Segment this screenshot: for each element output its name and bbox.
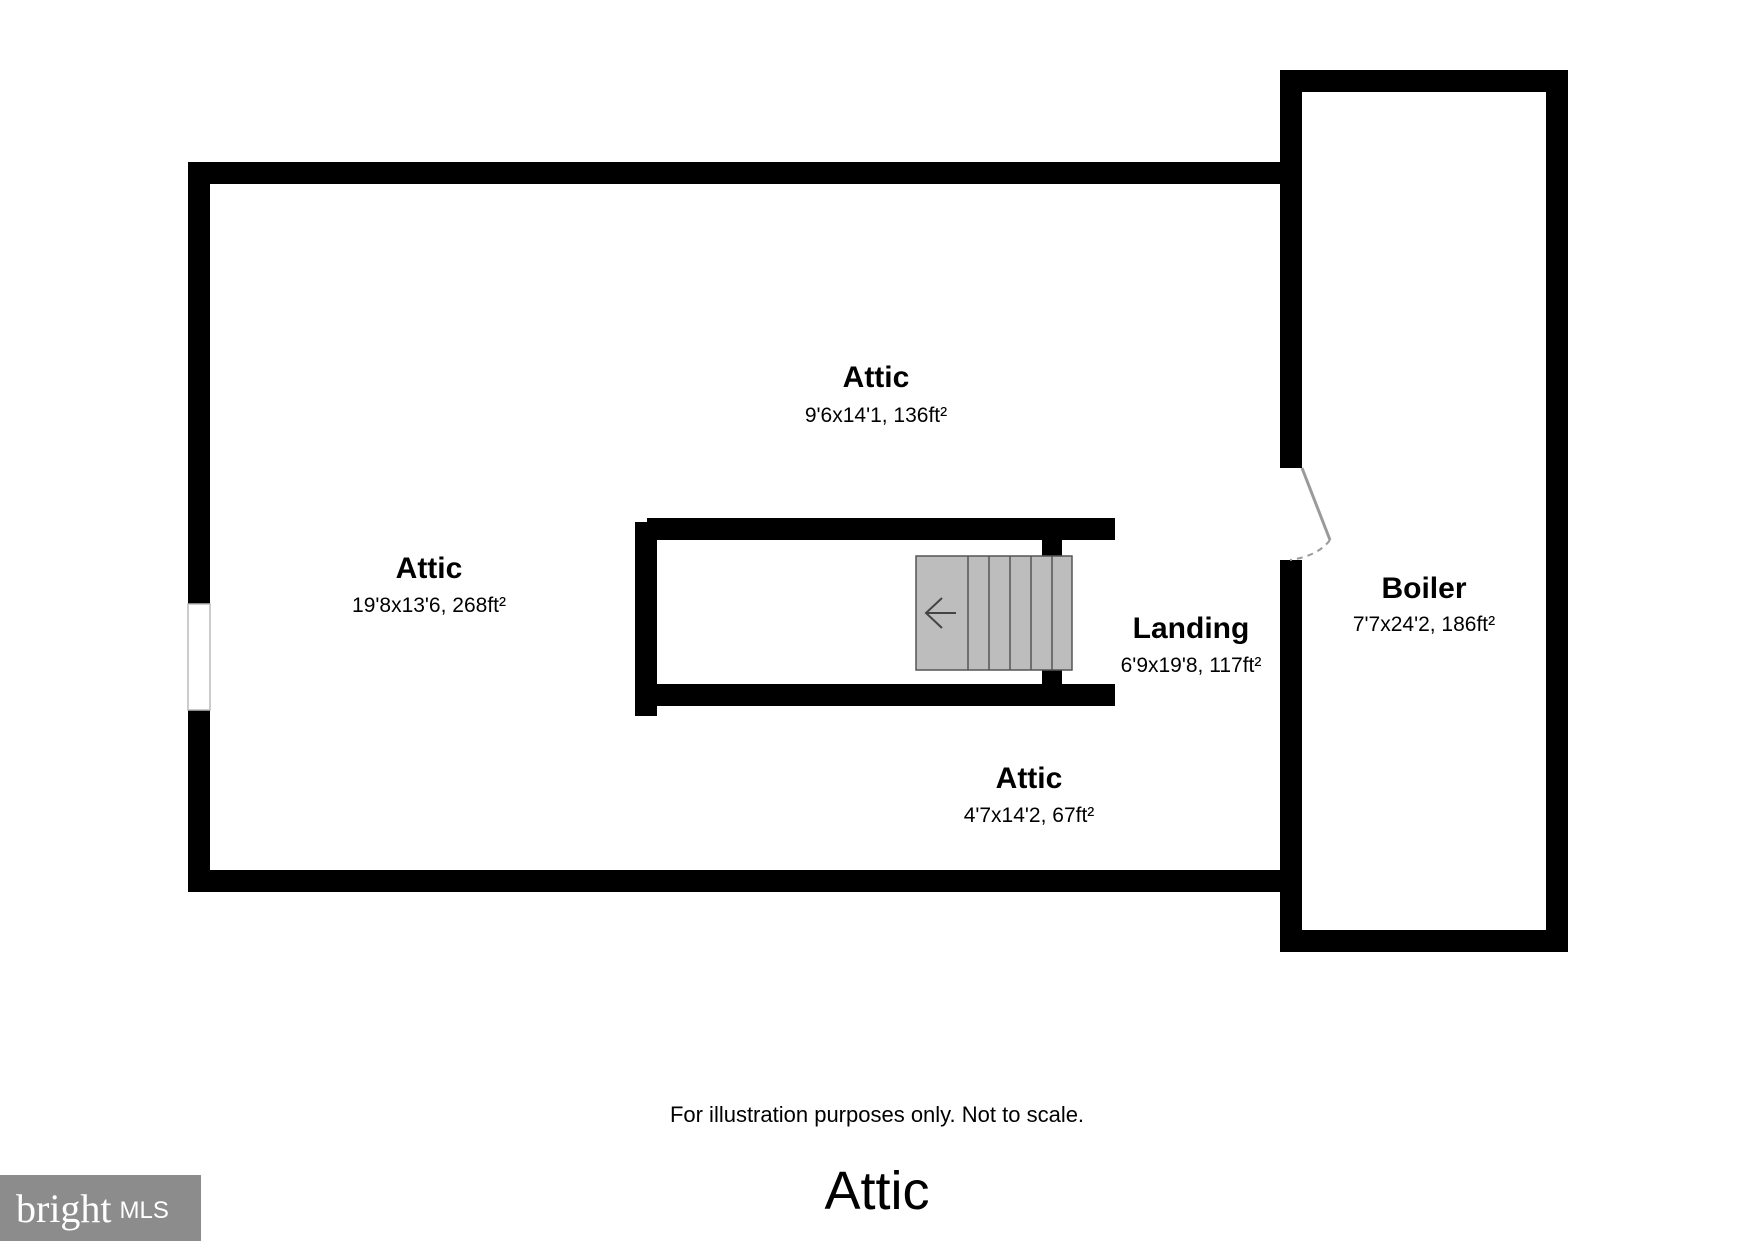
wall-bottom-main	[188, 870, 1288, 892]
wall-stairwell-left	[635, 522, 657, 716]
wall-divider-lower	[1280, 560, 1302, 952]
wall-top-main	[188, 162, 1288, 184]
logo-brand: bright	[16, 1185, 112, 1231]
wall-stairwell-top	[647, 518, 1115, 540]
room-dimensions: 6'9x19'8, 117ft²	[1121, 654, 1262, 677]
room-name: Attic	[996, 762, 1063, 795]
wall-boiler-bottom	[1280, 930, 1568, 952]
wall-stairwell-post-bottom	[1042, 668, 1062, 688]
wall-stairwell-post-top	[1042, 535, 1062, 560]
bright-mls-logo: bright MLS	[0, 1175, 201, 1241]
room-name: Attic	[396, 552, 463, 585]
wall-boiler-top	[1280, 70, 1568, 92]
room-name: Landing	[1133, 612, 1250, 645]
wall-boiler-right	[1546, 70, 1568, 952]
stair-direction-arrow-icon	[924, 597, 956, 629]
room-dimensions: 7'7x24'2, 186ft²	[1353, 613, 1495, 636]
wall-divider-upper	[1280, 70, 1302, 468]
staircase	[915, 555, 1073, 671]
wall-left-lower	[188, 710, 210, 892]
room-name: Attic	[843, 361, 910, 394]
walls	[188, 70, 1568, 952]
door-swing-icon	[1289, 467, 1332, 561]
floor-title: Attic	[824, 1161, 930, 1221]
window	[187, 603, 211, 711]
room-dimensions: 19'8x13'6, 268ft²	[352, 594, 506, 617]
logo-suffix: MLS	[119, 1197, 169, 1224]
room-dimensions: 4'7x14'2, 67ft²	[964, 804, 1095, 827]
room-name: Boiler	[1381, 572, 1466, 605]
disclaimer: For illustration purposes only. Not to s…	[669, 1102, 1085, 1127]
room-dimensions: 9'6x14'1, 136ft²	[805, 404, 947, 427]
wall-stairwell-bottom	[647, 684, 1115, 706]
wall-left-upper	[188, 162, 210, 604]
